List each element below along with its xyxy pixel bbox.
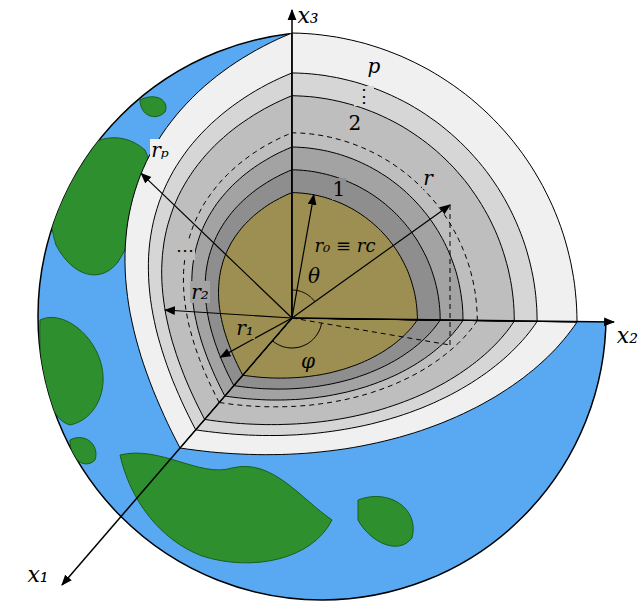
angle-label: φ xyxy=(300,350,316,372)
continent-shape xyxy=(140,97,166,117)
layer-band xyxy=(292,147,463,320)
layer-number: 1 xyxy=(332,178,347,200)
radius-arrow xyxy=(141,173,292,318)
layer-band xyxy=(292,170,440,320)
axis-line xyxy=(291,10,293,318)
core-sector xyxy=(292,193,417,320)
radius-label: rₚ xyxy=(150,139,170,161)
radius-label: r₀ ≡ rc xyxy=(314,236,377,256)
cutaway-background xyxy=(292,0,642,322)
radius-dots: ⋯ xyxy=(175,240,195,260)
continent-shape xyxy=(120,453,332,563)
radius-arrow xyxy=(292,195,314,318)
layer-number: 2 xyxy=(348,112,363,134)
layer-band xyxy=(292,73,537,322)
continent-shape xyxy=(40,317,103,425)
radius-label: r₂ xyxy=(190,281,210,303)
layer-dots: ⋮ xyxy=(354,86,374,106)
layer-band xyxy=(205,318,515,425)
layer-band xyxy=(196,318,537,436)
layer-band xyxy=(292,96,514,321)
theta-arc xyxy=(292,290,315,302)
layer-band xyxy=(162,96,292,420)
layer-band xyxy=(148,73,292,430)
core-sector xyxy=(219,193,293,376)
layer-band xyxy=(292,33,577,322)
radius-arrow xyxy=(220,318,292,357)
projection-line xyxy=(292,318,450,345)
radius-label: r₁ xyxy=(235,317,255,339)
layer-band xyxy=(192,147,292,396)
layer-band xyxy=(205,170,292,386)
layer-band xyxy=(125,33,292,448)
continent-shape xyxy=(70,438,96,464)
layer-number: p xyxy=(367,55,382,77)
axis-label: x₂ xyxy=(616,324,639,348)
radius-arrow xyxy=(292,205,450,318)
radius-arrow xyxy=(165,310,292,318)
phi-arc xyxy=(272,323,321,348)
axis-line xyxy=(292,318,614,322)
continent-shape xyxy=(358,496,413,546)
axis-line xyxy=(62,318,292,585)
layer-band xyxy=(180,318,577,455)
axis-label: x₃ xyxy=(296,4,319,28)
vector-label: r xyxy=(422,167,434,189)
dashed-layer-boundary xyxy=(183,133,292,403)
projection-line xyxy=(450,205,451,345)
axis-label: x₁ xyxy=(26,563,49,587)
angle-label: θ xyxy=(307,265,321,287)
